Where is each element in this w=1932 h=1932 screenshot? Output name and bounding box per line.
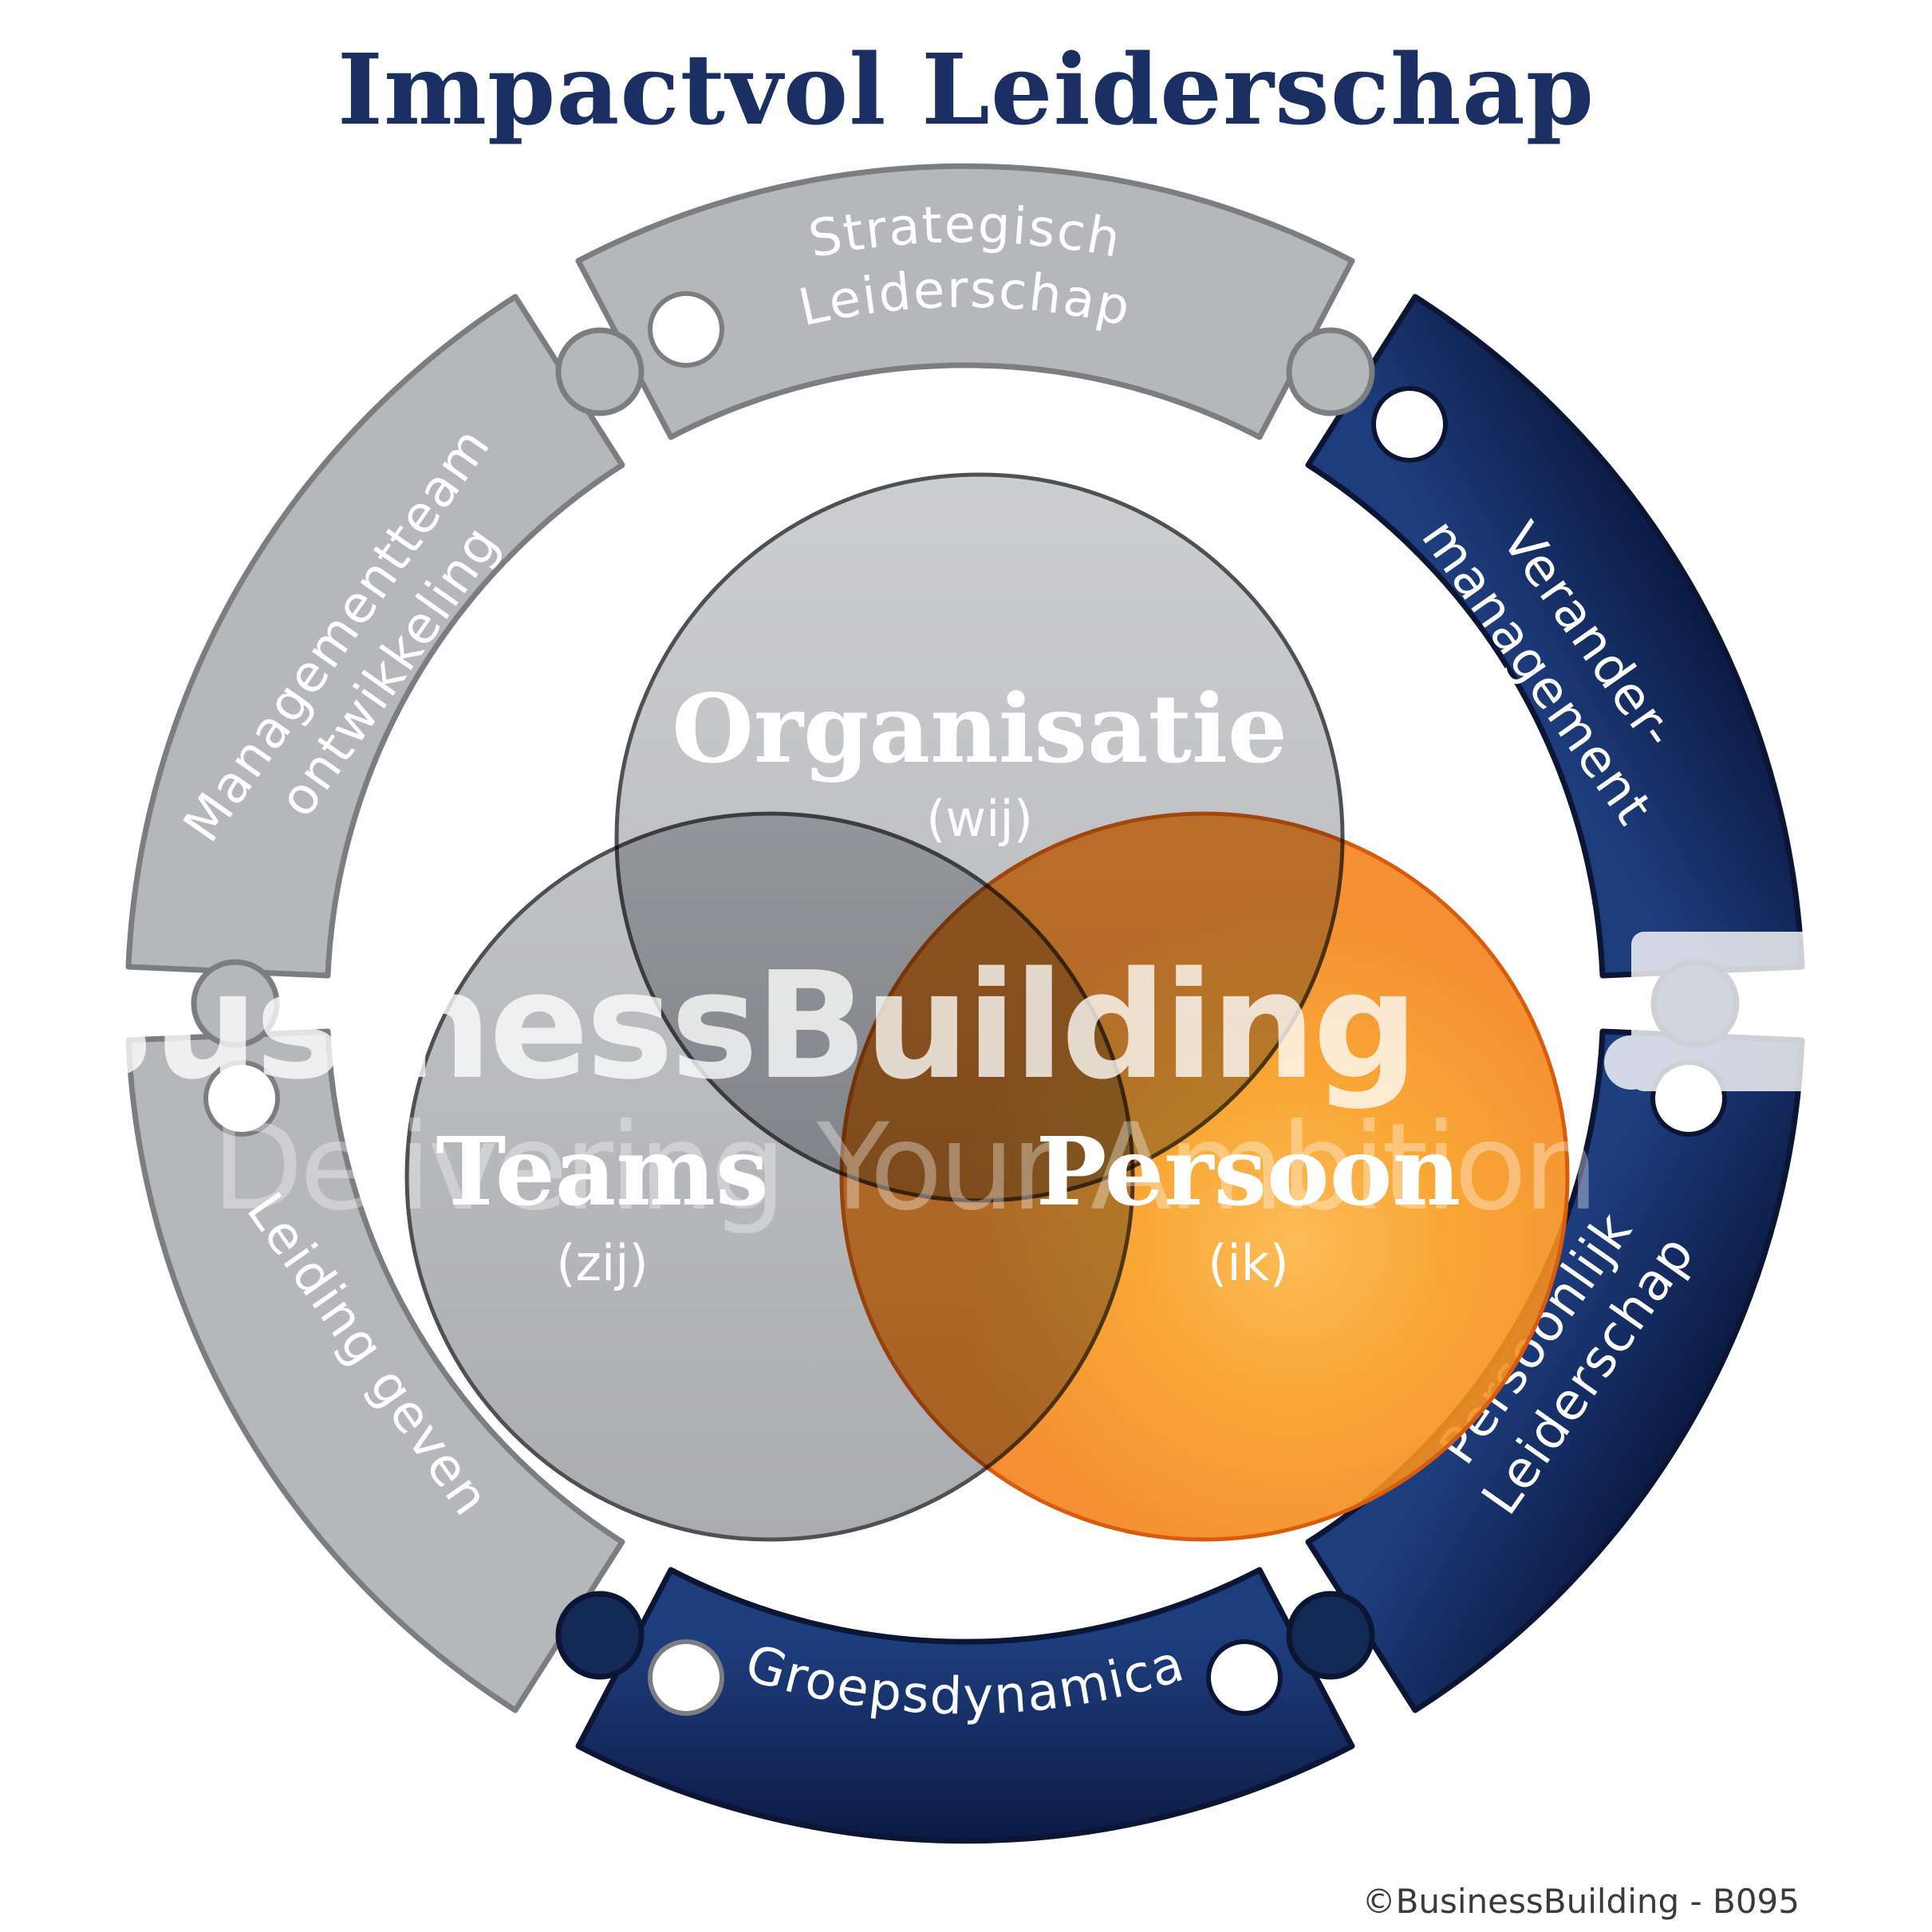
ring-segment-groepsdynamica [575,1567,1355,1844]
puzzle-ring [125,163,1805,1844]
watermark-tagline: Delivering Your Ambition [211,1098,1595,1237]
ring-segment-management [125,294,625,979]
watermark-wordmark: BusinessBuilding [44,940,1415,1112]
puzzle-hole-icon [203,1060,280,1137]
venn-sublabel-teams: (zij) [556,1234,648,1292]
venn-label-teams: Teams [436,1116,768,1227]
watermark-puzzle-icon [1604,932,1849,1091]
venn-labels: Organisatie (wij) Teams (zij) Persoon (i… [436,673,1461,1292]
puzzle-hole-icon [648,1639,724,1716]
puzzle-tab-icon [191,959,280,1048]
ring-segment-strategisch [575,163,1355,440]
copyright-text: ©BusinessBuilding - B095 [1362,1882,1800,1921]
puzzle-hole-icon [1206,1639,1283,1716]
puzzle-tab-icon [1286,327,1375,416]
ring-segment-leiding [125,1028,625,1713]
venn-circle-persoon [839,811,1570,1542]
venn-sublabel-organisatie: (wij) [926,790,1033,848]
puzzle-hole-icon [648,291,724,368]
puzzle-tab-icon [555,327,645,416]
venn-sublabel-persoon: (ik) [1208,1234,1289,1292]
puzzle-hole-icon [1371,386,1448,463]
watermark: BusinessBuilding Delivering Your Ambitio… [44,932,1849,1237]
page-title: Impactvol Leiderschap [337,32,1595,147]
venn-label-persoon: Persoon [1036,1116,1461,1227]
puzzle-tab-icon [1286,1591,1375,1680]
venn-diagram [404,472,1570,1542]
puzzle-tab-icon [555,1591,645,1680]
venn-label-organisatie: Organisatie [672,673,1287,784]
